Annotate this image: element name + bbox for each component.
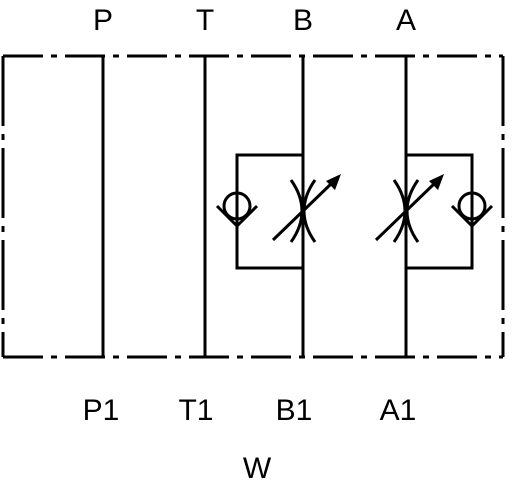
port-label-a: A xyxy=(396,4,416,37)
valve-group-b xyxy=(215,153,341,270)
designation-label: W xyxy=(243,452,272,485)
throttle-icon xyxy=(271,174,341,243)
enclosure-frame xyxy=(1,54,505,359)
port-label-t: T xyxy=(196,4,214,37)
check-valve-icon xyxy=(215,191,259,228)
check-valve-icon xyxy=(450,191,494,228)
port-label-a1: A1 xyxy=(380,394,417,427)
port-label-p: P xyxy=(93,4,113,37)
valve-group-a xyxy=(374,153,494,270)
port-label-b1: B1 xyxy=(276,394,313,427)
throttle-icon xyxy=(374,174,444,243)
port-label-t1: T1 xyxy=(178,394,213,427)
port-label-p1: P1 xyxy=(83,394,120,427)
port-label-b: B xyxy=(293,4,313,37)
